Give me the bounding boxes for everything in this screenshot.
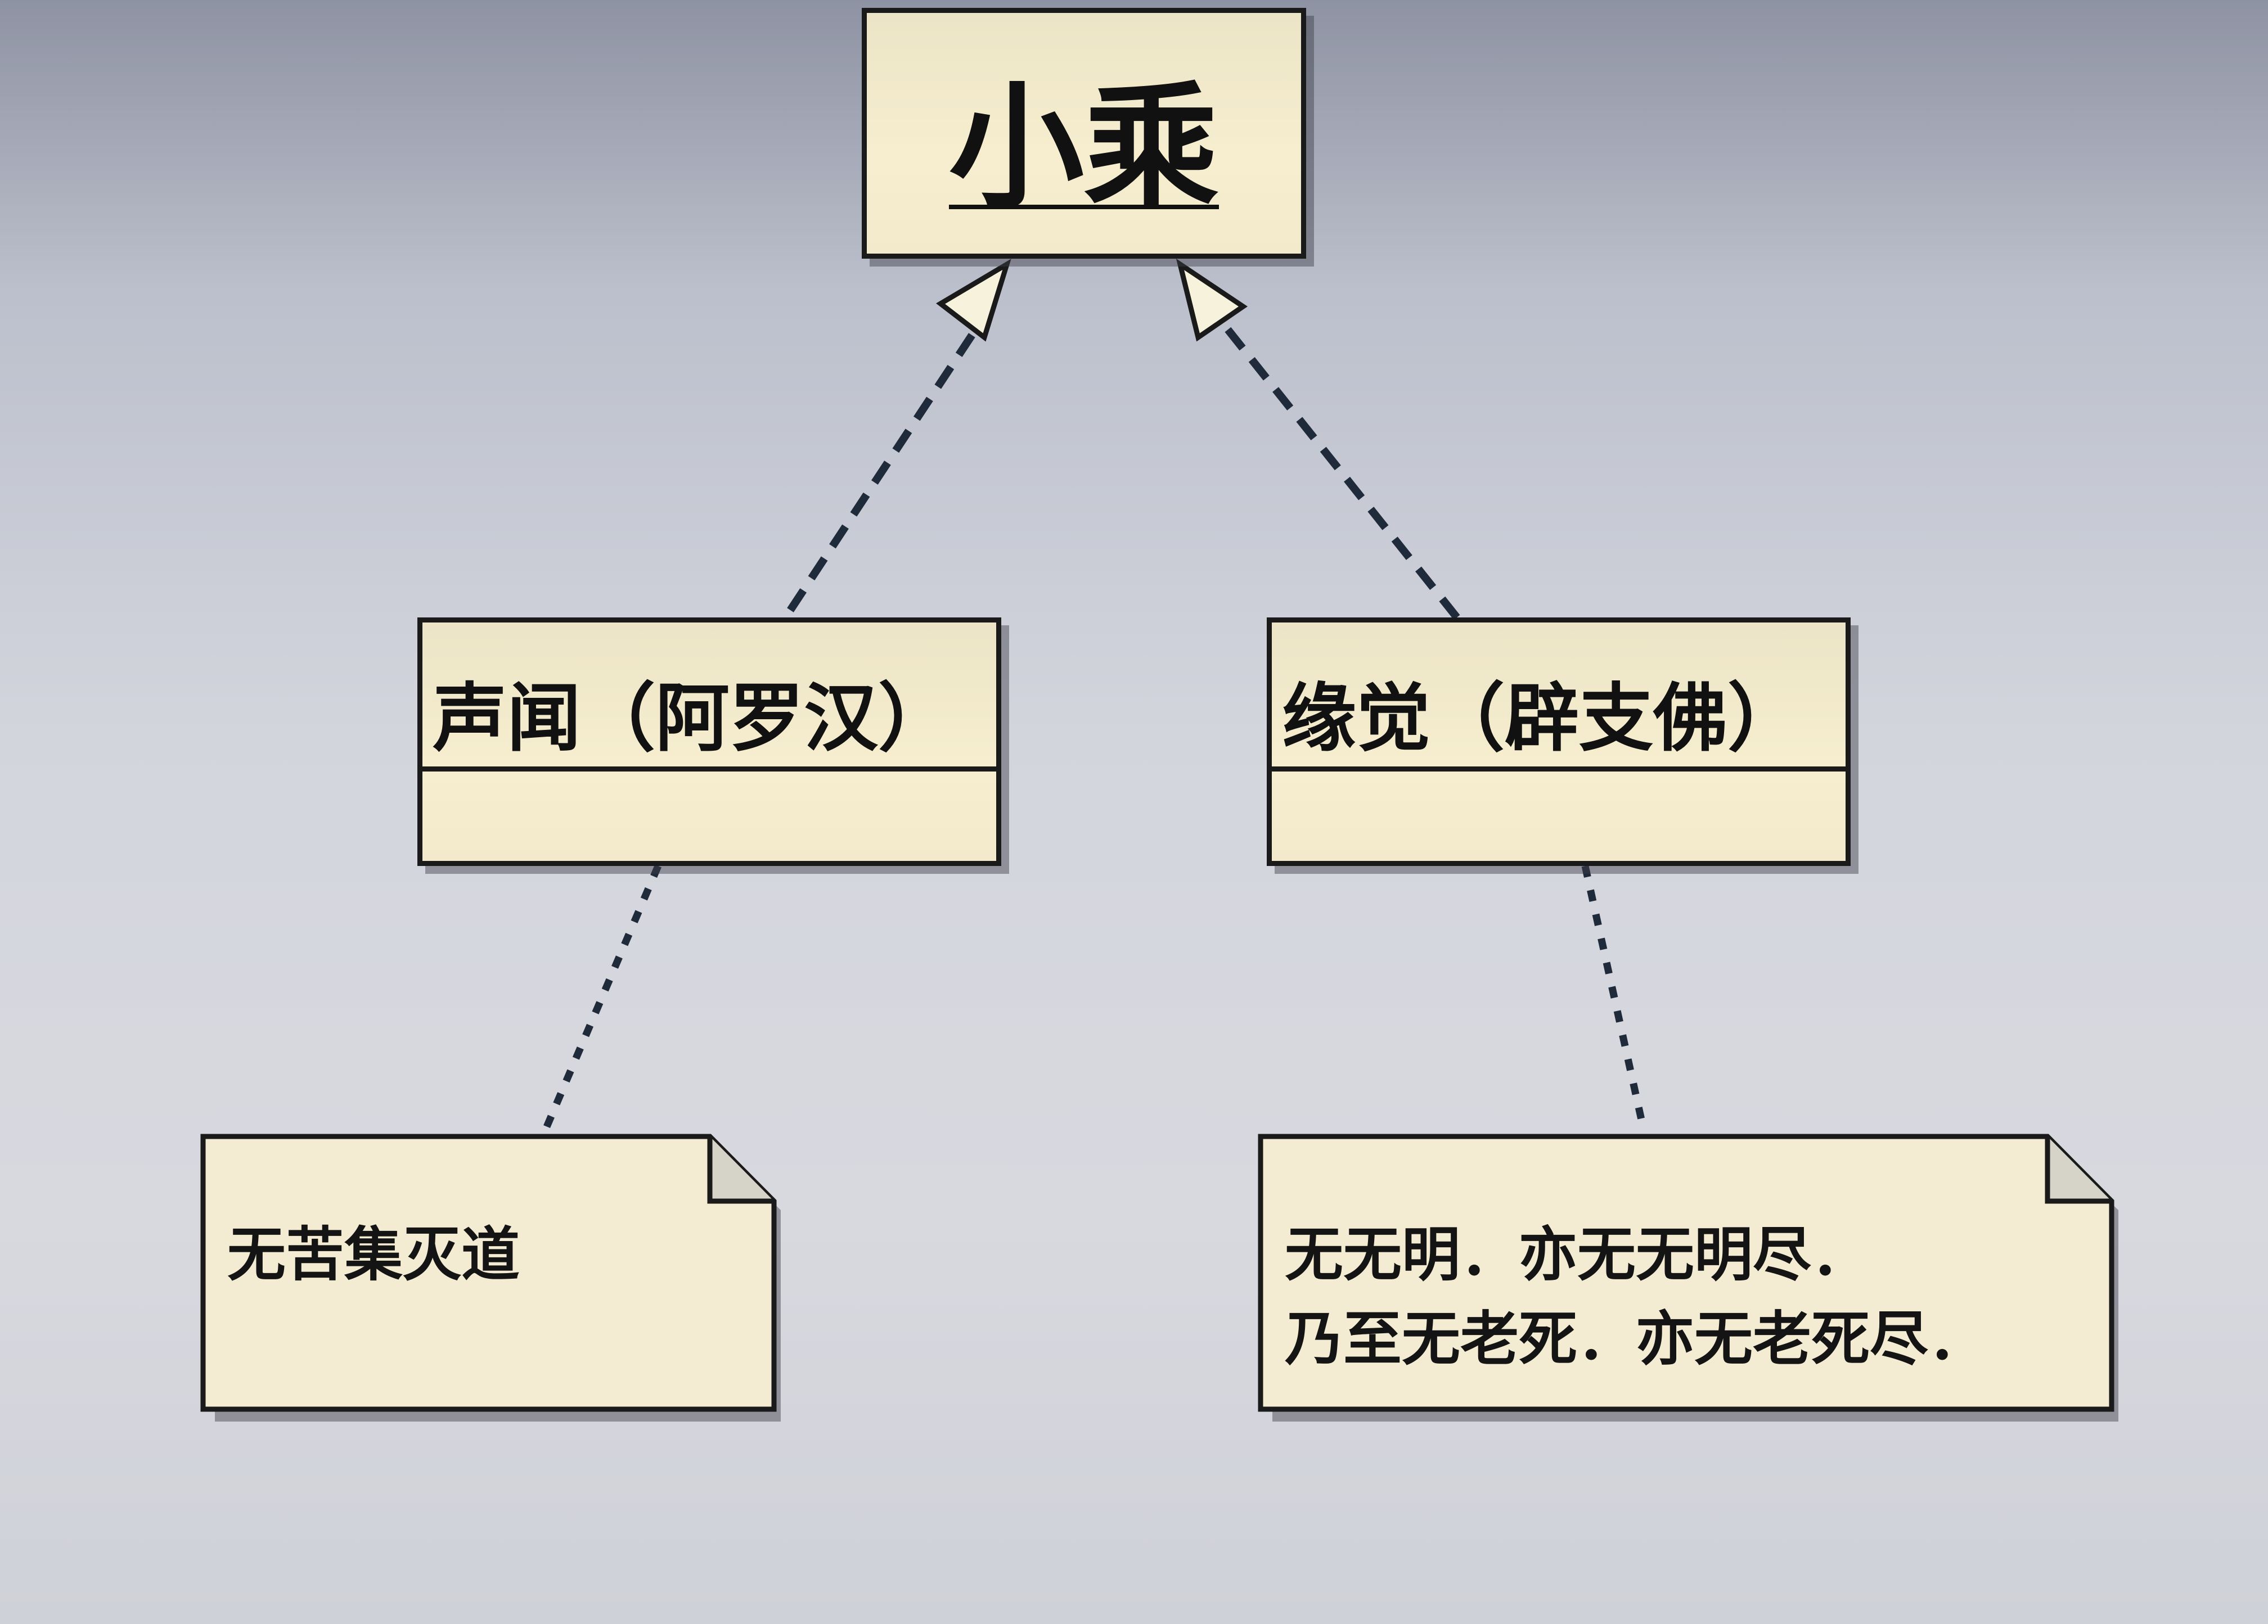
child-class-name-right: 缘觉（辟支佛） bbox=[1282, 675, 1802, 762]
parent-class-name: 小乘 bbox=[948, 69, 1219, 227]
realization-arrowhead-left bbox=[935, 259, 1011, 342]
note-anchor-right bbox=[1581, 865, 1646, 1126]
note-shape-left bbox=[200, 1134, 781, 1422]
child-class-box-left[interactable]: 声闻（阿罗汉） bbox=[417, 617, 1001, 866]
realization-line-right bbox=[1222, 323, 1460, 620]
note-text-left-line1: 无苦集灭道 bbox=[227, 1220, 520, 1289]
note-left[interactable]: 无苦集灭道 bbox=[200, 1134, 781, 1422]
note-text-right-line1: 无无明．亦无无明尽． bbox=[1285, 1220, 1870, 1289]
realization-arrowhead-right bbox=[1176, 258, 1248, 342]
child-class-box-right[interactable]: 缘觉（辟支佛） bbox=[1267, 617, 1851, 866]
parent-class-box[interactable]: 小乘 bbox=[862, 8, 1306, 259]
note-text-right-line2: 乃至无老死．亦无老死尽． bbox=[1285, 1305, 1987, 1373]
note-shape-right bbox=[1258, 1134, 2118, 1422]
class-divider-right bbox=[1272, 766, 1846, 772]
note-anchor-left bbox=[539, 864, 662, 1138]
child-class-name-left: 声闻（阿罗汉） bbox=[433, 675, 952, 762]
class-divider-left bbox=[422, 766, 996, 772]
note-right[interactable]: 无无明．亦无无明尽． 乃至无老死．亦无老死尽． bbox=[1258, 1134, 2118, 1422]
realization-line-left bbox=[787, 318, 985, 612]
